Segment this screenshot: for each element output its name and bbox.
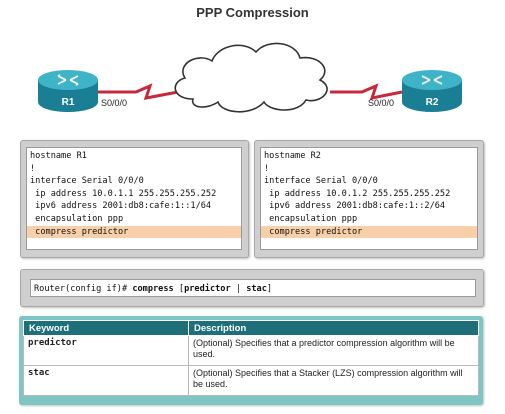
table-row: predictor (Optional) Specifies that a pr… [23,335,479,366]
config-line: ipv6 address 2001:db8:cafe:1::1/64 [30,201,212,212]
network-topology: R1 R2 [38,42,462,113]
keyword-cell: predictor [23,335,189,366]
router-r1-icon [38,70,98,112]
syntax-separator: | [230,284,247,294]
config-line: ipv6 address 2001:db8:cafe:1::2/64 [264,201,446,212]
keyword-table-frame: Keyword Description predictor (Optional)… [19,316,483,405]
r1-port-label: S0/0/0 [101,98,128,108]
config-line: ip address 10.0.1.1 255.255.255.252 [30,188,217,199]
router-r1-label: R1 [62,97,75,108]
syntax-option-predictor: predictor [184,284,231,294]
highlighted-config-line: compress predictor [27,225,241,239]
table-row: stac (Optional) Specifies that a Stacker… [23,365,479,396]
r1-config-code: hostname R1! interface Serial 0/0/0 ip ad… [26,147,242,250]
config-line: ip address 10.0.1.2 255.255.255.252 [264,188,451,199]
serial-link-left [98,83,179,100]
highlighted-config-line: compress predictor [261,225,477,239]
syntax-command: compress [132,284,174,294]
syntax-prompt: Router(config if)# [34,284,133,294]
config-line: ! [264,163,270,174]
header-description: Description [188,320,479,336]
r2-port-label: S0/0/0 [368,98,395,108]
config-line: interface Serial 0/0/0 [264,176,378,187]
keyword-table: Keyword Description predictor (Optional)… [23,320,479,396]
config-line: encapsulation ppp [264,213,358,224]
header-keyword: Keyword [23,320,189,336]
serial-link-right [330,83,403,100]
syntax-bracket-close: ] [266,284,273,294]
config-line: ! [30,163,36,174]
page-title: PPP Compression [196,5,309,20]
keyword-cell: stac [23,365,189,396]
config-line: hostname R1 [30,151,87,161]
config-line: hostname R2 [264,151,321,161]
syntax-option-stac: stac [246,284,267,294]
router-r2-icon [402,70,462,112]
router-r2-label: R2 [426,97,439,108]
description-cell: (Optional) Specifies that a predictor co… [188,335,479,366]
table-header-row: Keyword Description [23,320,479,336]
description-cell: (Optional) Specifies that a Stacker (LZS… [188,365,479,396]
wan-cloud-icon [174,42,328,113]
command-syntax: Router(config if)# compress [predictor |… [30,279,476,297]
r2-config-code: hostname R2! interface Serial 0/0/0 ip ad… [260,147,478,250]
syntax-bracket-open: [ [173,284,185,294]
config-line: encapsulation ppp [30,213,124,224]
config-line: interface Serial 0/0/0 [30,176,144,187]
